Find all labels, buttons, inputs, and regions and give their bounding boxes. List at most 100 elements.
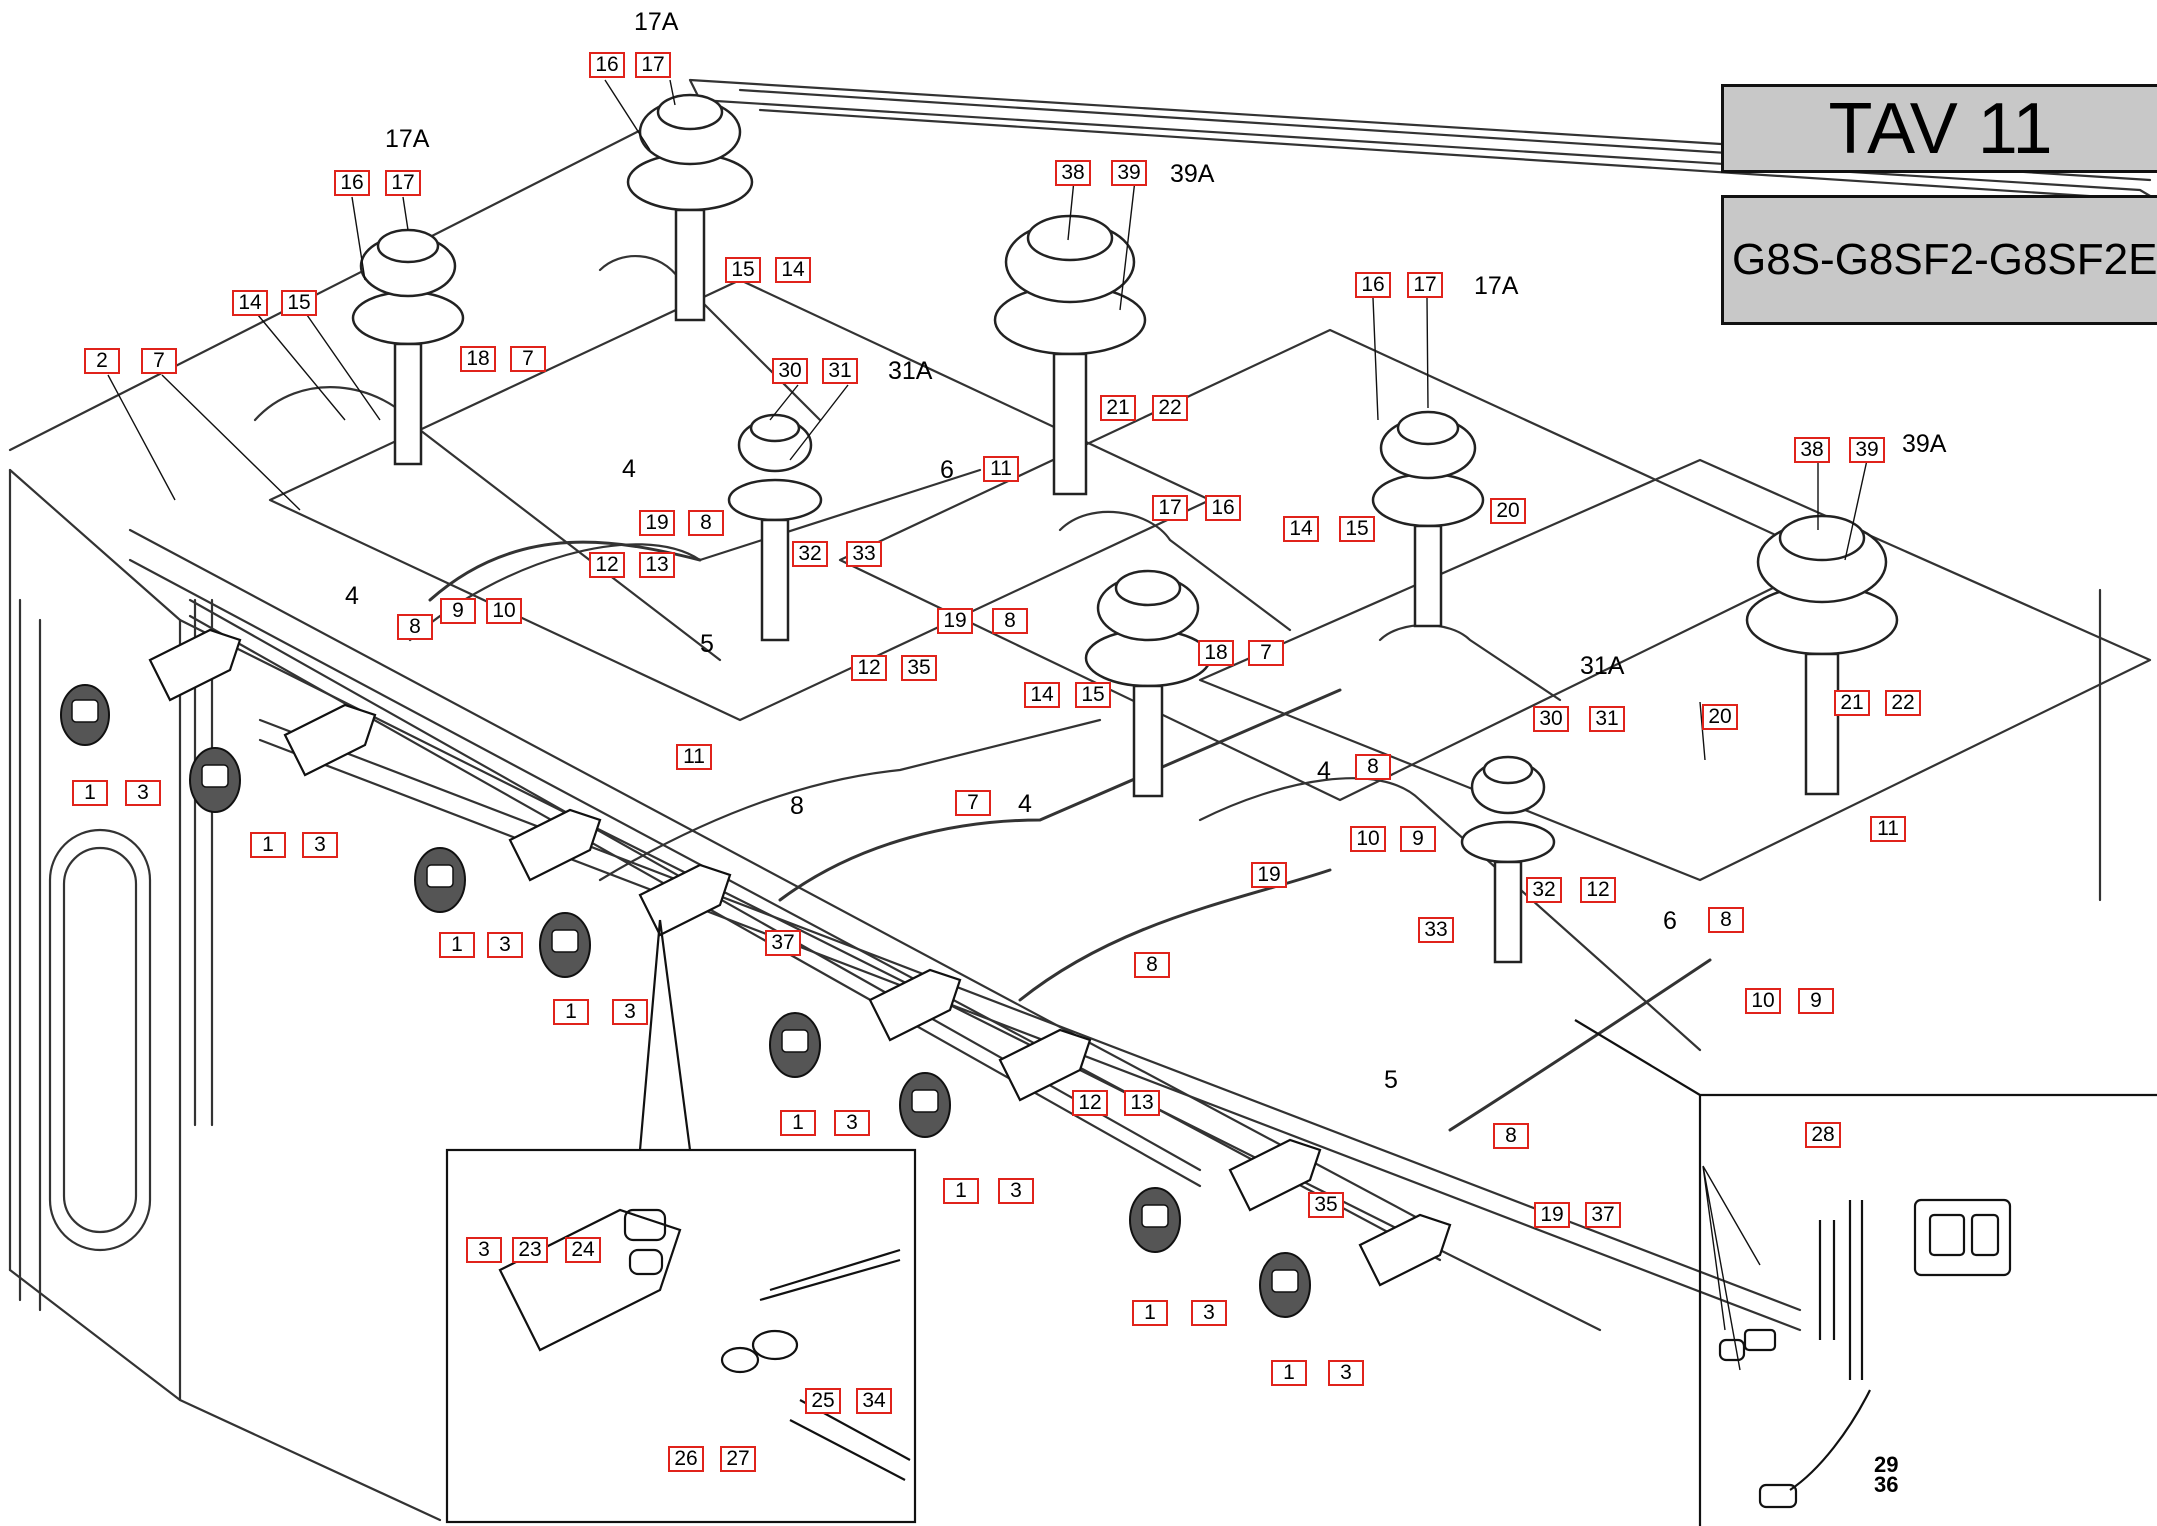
part-23[interactable]: 23 [512, 1237, 548, 1263]
part-3[interactable]: 3 [834, 1110, 870, 1136]
part-20[interactable]: 20 [1702, 704, 1738, 730]
part-16[interactable]: 16 [589, 52, 625, 78]
part-30[interactable]: 30 [772, 358, 808, 384]
part-33[interactable]: 33 [1418, 917, 1454, 943]
part-37[interactable]: 37 [765, 930, 801, 956]
part-38[interactable]: 38 [1794, 437, 1830, 463]
part-3[interactable]: 3 [487, 932, 523, 958]
part-39[interactable]: 39 [1111, 160, 1147, 186]
part-1[interactable]: 1 [553, 999, 589, 1025]
part-35[interactable]: 35 [1308, 1192, 1344, 1218]
part-24[interactable]: 24 [565, 1237, 601, 1263]
label-4b: 4 [345, 582, 359, 610]
part-11[interactable]: 11 [1870, 816, 1906, 842]
part-7[interactable]: 7 [510, 346, 546, 372]
part-8[interactable]: 8 [992, 608, 1028, 634]
part-21[interactable]: 21 [1834, 690, 1870, 716]
part-19[interactable]: 19 [937, 608, 973, 634]
part-17[interactable]: 17 [1407, 272, 1443, 298]
part-12[interactable]: 12 [589, 552, 625, 578]
part-1[interactable]: 1 [780, 1110, 816, 1136]
part-12[interactable]: 12 [1072, 1090, 1108, 1116]
part-9[interactable]: 9 [1798, 988, 1834, 1014]
part-12[interactable]: 12 [1580, 877, 1616, 903]
part-17[interactable]: 17 [635, 52, 671, 78]
part-15[interactable]: 15 [1075, 682, 1111, 708]
part-18[interactable]: 18 [460, 346, 496, 372]
label-4d: 4 [1317, 757, 1331, 785]
part-15[interactable]: 15 [281, 290, 317, 316]
part-1[interactable]: 1 [250, 832, 286, 858]
part-37[interactable]: 37 [1585, 1202, 1621, 1228]
part-30[interactable]: 30 [1533, 706, 1569, 732]
part-8[interactable]: 8 [1493, 1123, 1529, 1149]
part-12[interactable]: 12 [851, 655, 887, 681]
part-35[interactable]: 35 [901, 655, 937, 681]
part-19[interactable]: 19 [639, 510, 675, 536]
part-3[interactable]: 3 [466, 1237, 502, 1263]
part-3[interactable]: 3 [612, 999, 648, 1025]
part-32[interactable]: 32 [1526, 877, 1562, 903]
part-11[interactable]: 11 [983, 456, 1019, 482]
part-14[interactable]: 14 [1024, 682, 1060, 708]
part-13[interactable]: 13 [639, 552, 675, 578]
label-17a-left: 17A [385, 125, 430, 153]
part-31[interactable]: 31 [822, 358, 858, 384]
part-28[interactable]: 28 [1805, 1122, 1841, 1148]
part-31[interactable]: 31 [1589, 706, 1625, 732]
part-10[interactable]: 10 [486, 598, 522, 624]
part-11[interactable]: 11 [676, 744, 712, 770]
part-17[interactable]: 17 [1152, 495, 1188, 521]
part-7[interactable]: 7 [141, 348, 177, 374]
part-16[interactable]: 16 [334, 170, 370, 196]
part-16[interactable]: 16 [1355, 272, 1391, 298]
part-1[interactable]: 1 [72, 780, 108, 806]
part-15[interactable]: 15 [725, 257, 761, 283]
part-14[interactable]: 14 [1283, 516, 1319, 542]
part-2[interactable]: 2 [84, 348, 120, 374]
part-7[interactable]: 7 [1248, 640, 1284, 666]
part-3[interactable]: 3 [998, 1178, 1034, 1204]
part-34[interactable]: 34 [856, 1388, 892, 1414]
part-8[interactable]: 8 [688, 510, 724, 536]
part-27[interactable]: 27 [720, 1446, 756, 1472]
part-8[interactable]: 8 [1134, 952, 1170, 978]
part-15[interactable]: 15 [1339, 516, 1375, 542]
part-25[interactable]: 25 [805, 1388, 841, 1414]
part-3[interactable]: 3 [302, 832, 338, 858]
part-14[interactable]: 14 [775, 257, 811, 283]
part-21[interactable]: 21 [1100, 395, 1136, 421]
part-26[interactable]: 26 [668, 1446, 704, 1472]
part-33[interactable]: 33 [846, 541, 882, 567]
part-3[interactable]: 3 [1328, 1360, 1364, 1386]
part-8[interactable]: 8 [1355, 754, 1391, 780]
part-17[interactable]: 17 [385, 170, 421, 196]
part-19[interactable]: 19 [1251, 862, 1287, 888]
part-32[interactable]: 32 [792, 541, 828, 567]
part-8[interactable]: 8 [397, 614, 433, 640]
part-22[interactable]: 22 [1152, 395, 1188, 421]
part-20[interactable]: 20 [1490, 498, 1526, 524]
part-16[interactable]: 16 [1205, 495, 1241, 521]
part-8[interactable]: 8 [1708, 907, 1744, 933]
part-39[interactable]: 39 [1849, 437, 1885, 463]
part-3[interactable]: 3 [1191, 1300, 1227, 1326]
part-10[interactable]: 10 [1350, 826, 1386, 852]
part-9[interactable]: 9 [1400, 826, 1436, 852]
part-22[interactable]: 22 [1885, 690, 1921, 716]
model-codes-box: G8S-G8SF2-G8SF2E [1721, 195, 2157, 325]
part-18[interactable]: 18 [1198, 640, 1234, 666]
part-13[interactable]: 13 [1124, 1090, 1160, 1116]
part-1[interactable]: 1 [943, 1178, 979, 1204]
label-17a-right: 17A [1474, 272, 1519, 300]
part-9[interactable]: 9 [440, 598, 476, 624]
part-38[interactable]: 38 [1055, 160, 1091, 186]
part-7[interactable]: 7 [955, 790, 991, 816]
part-1[interactable]: 1 [1132, 1300, 1168, 1326]
part-3[interactable]: 3 [125, 780, 161, 806]
part-10[interactable]: 10 [1745, 988, 1781, 1014]
part-14[interactable]: 14 [232, 290, 268, 316]
part-19[interactable]: 19 [1534, 1202, 1570, 1228]
part-1[interactable]: 1 [1271, 1360, 1307, 1386]
part-1[interactable]: 1 [439, 932, 475, 958]
